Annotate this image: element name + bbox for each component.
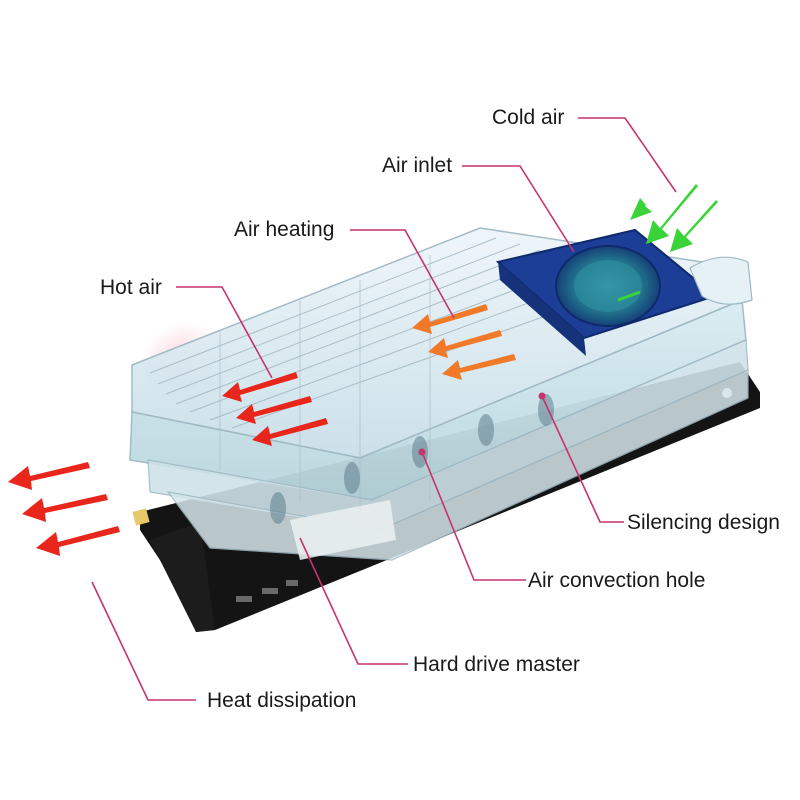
- label-heat-dissipation: Heat dissipation: [207, 690, 356, 711]
- label-cold-air: Cold air: [492, 107, 564, 128]
- label-silencing-design: Silencing design: [627, 512, 780, 533]
- label-hard-drive-master: Hard drive master: [413, 654, 580, 675]
- label-air-inlet: Air inlet: [382, 155, 452, 176]
- heat-dissipation-arrows: [8, 462, 120, 556]
- label-air-convection-hole: Air convection hole: [528, 570, 705, 591]
- leader-cold-air: [578, 118, 676, 192]
- label-air-heating: Air heating: [234, 219, 334, 240]
- label-hot-air: Hot air: [100, 277, 162, 298]
